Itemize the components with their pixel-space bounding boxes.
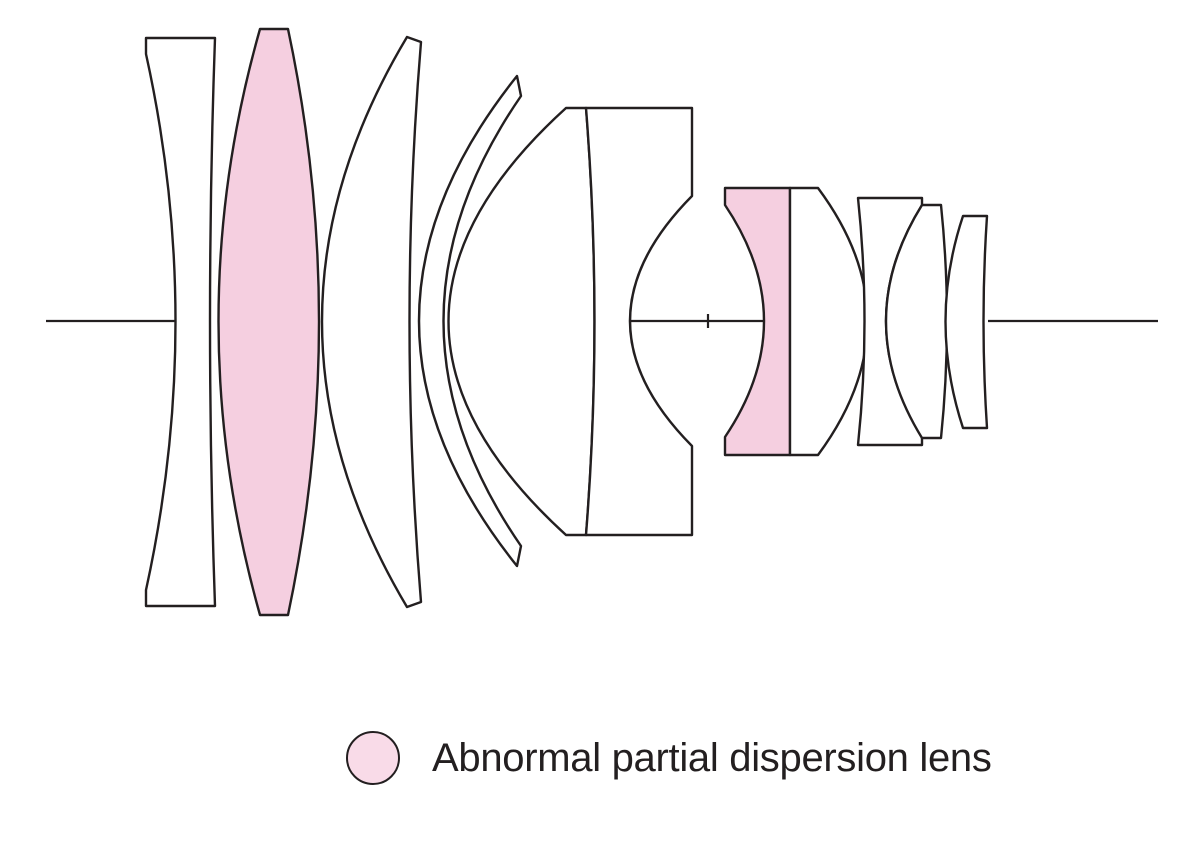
lens-element-2	[217, 27, 321, 617]
legend-swatch-circle	[346, 731, 400, 785]
lens-element-11	[944, 214, 989, 430]
lens-element-3	[320, 35, 423, 609]
lens-element-1	[144, 36, 217, 608]
lens-element-6	[584, 106, 694, 537]
lens-element-8	[788, 186, 869, 457]
legend-label: Abnormal partial dispersion lens	[432, 735, 992, 780]
lens-element-7	[723, 186, 792, 457]
lens-element-10	[884, 203, 949, 440]
legend: Abnormal partial dispersion lens	[346, 728, 992, 788]
lens-element-4	[417, 74, 523, 568]
